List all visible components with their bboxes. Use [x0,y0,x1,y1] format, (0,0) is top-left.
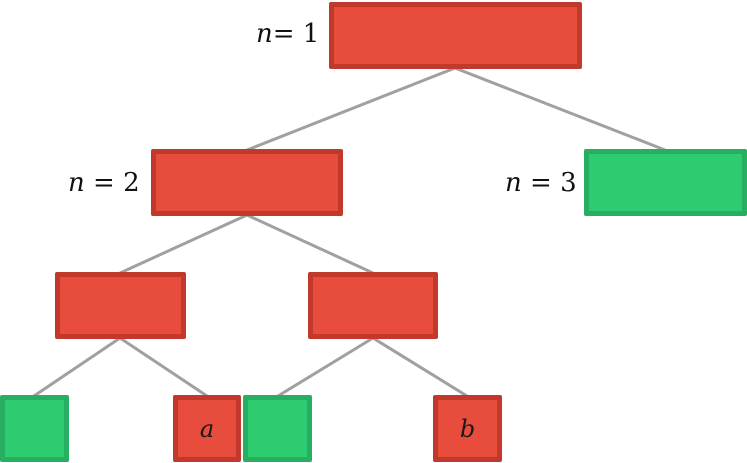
node-leaf-b: b [433,395,502,462]
label-n2-var: n [68,168,85,198]
edge-thirdright-leaf2 [277,336,374,398]
label-n1-rest: = 1 [272,19,320,49]
label-n1-var: n [256,19,273,49]
node-leaf-1 [0,395,69,462]
node-third-right-text [313,277,433,334]
edge-thirdleft-leaf1 [33,336,121,398]
node-third-right [308,272,438,339]
node-mid-left [151,149,343,216]
node-leaf-b-text: b [459,414,476,443]
label-n3-var: n [505,168,522,198]
label-n3: n = 3 [505,168,577,198]
label-n2-rest: = 2 [84,168,140,198]
label-n3-rest: = 3 [521,168,577,198]
edge-thirdleft-leafa [119,336,208,398]
node-leaf-2 [243,395,312,462]
edge-thirdright-leafb [372,336,468,398]
node-mid-left-text [156,154,338,211]
label-n2: n = 2 [68,168,140,198]
edge-midleft-thirdleft [119,213,248,275]
label-n1: n= 1 [256,19,319,49]
node-mid-right-text [589,154,742,211]
node-third-left-text [60,277,181,334]
node-leaf-2-text [248,400,307,457]
node-third-left [55,272,186,339]
node-leaf-a: a [173,395,241,462]
node-root-text [334,7,577,64]
node-leaf-1-text [5,400,64,457]
edge-midleft-thirdright [246,213,374,275]
node-mid-right [584,149,747,216]
edge-root-midleft [246,66,456,152]
edge-root-midright [454,66,666,152]
node-leaf-a-text: a [199,414,215,443]
node-root [329,2,582,69]
